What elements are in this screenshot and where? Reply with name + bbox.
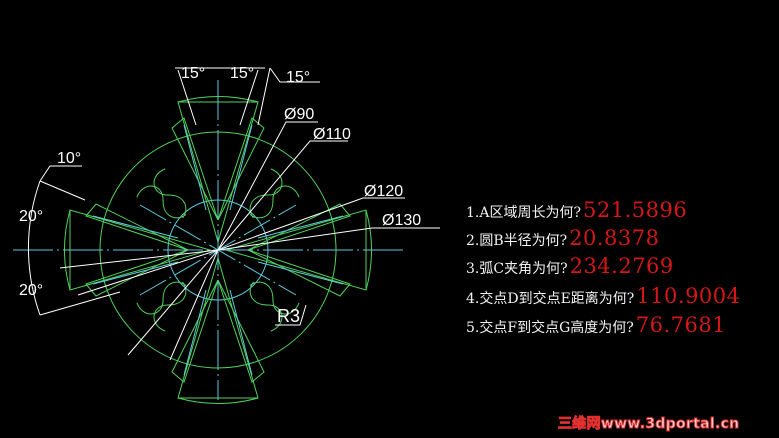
question-label: 1.A区域周长为何?	[466, 205, 581, 221]
dimension-lines	[27, 67, 440, 361]
question-2: 2.圆B半径为何?20.8378	[466, 226, 660, 254]
watermark: 三维网www.3dportal.cn	[557, 416, 740, 433]
question-3: 3.弧C夹角为何?234.2769	[466, 254, 674, 282]
dim-angle-20-upper: 20°	[19, 208, 43, 225]
dimension-texts: 15° 15° 15° Ø90 Ø110 Ø120 Ø130 10° 20° 2…	[19, 65, 421, 326]
question-5: 5.交点F到交点G高度为何?76.7681	[466, 313, 726, 341]
question-label: 2.圆B半径为何?	[466, 233, 568, 249]
question-answer: 20.8378	[569, 226, 660, 250]
dim-diam-90: Ø90	[284, 106, 314, 123]
question-1: 1.A区域周长为何?521.5896	[466, 198, 687, 226]
question-label: 4.交点D到交点E距离为何?	[466, 291, 635, 307]
dim-15-far: 15°	[286, 69, 310, 86]
dim-diam-110: Ø110	[313, 126, 351, 143]
dim-angle-20-lower: 20°	[19, 282, 43, 299]
dim-radius-r3: R3	[277, 306, 300, 326]
question-label: 3.弧C夹角为何?	[466, 261, 568, 277]
question-answer: 76.7681	[635, 313, 727, 337]
question-answer: 110.9004	[636, 284, 741, 308]
question-answer: 234.2769	[569, 254, 674, 278]
question-answer: 521.5896	[582, 198, 688, 222]
dim-diam-130: Ø130	[382, 212, 421, 229]
dim-diam-120: Ø120	[364, 183, 403, 200]
dim-angle-10: 10°	[57, 150, 81, 167]
question-4: 4.交点D到交点E距离为何?110.9004	[466, 284, 741, 312]
dim-15-right: 15°	[230, 65, 254, 82]
question-label: 5.交点F到交点G高度为何?	[466, 320, 634, 336]
dim-15-left: 15°	[181, 65, 205, 82]
